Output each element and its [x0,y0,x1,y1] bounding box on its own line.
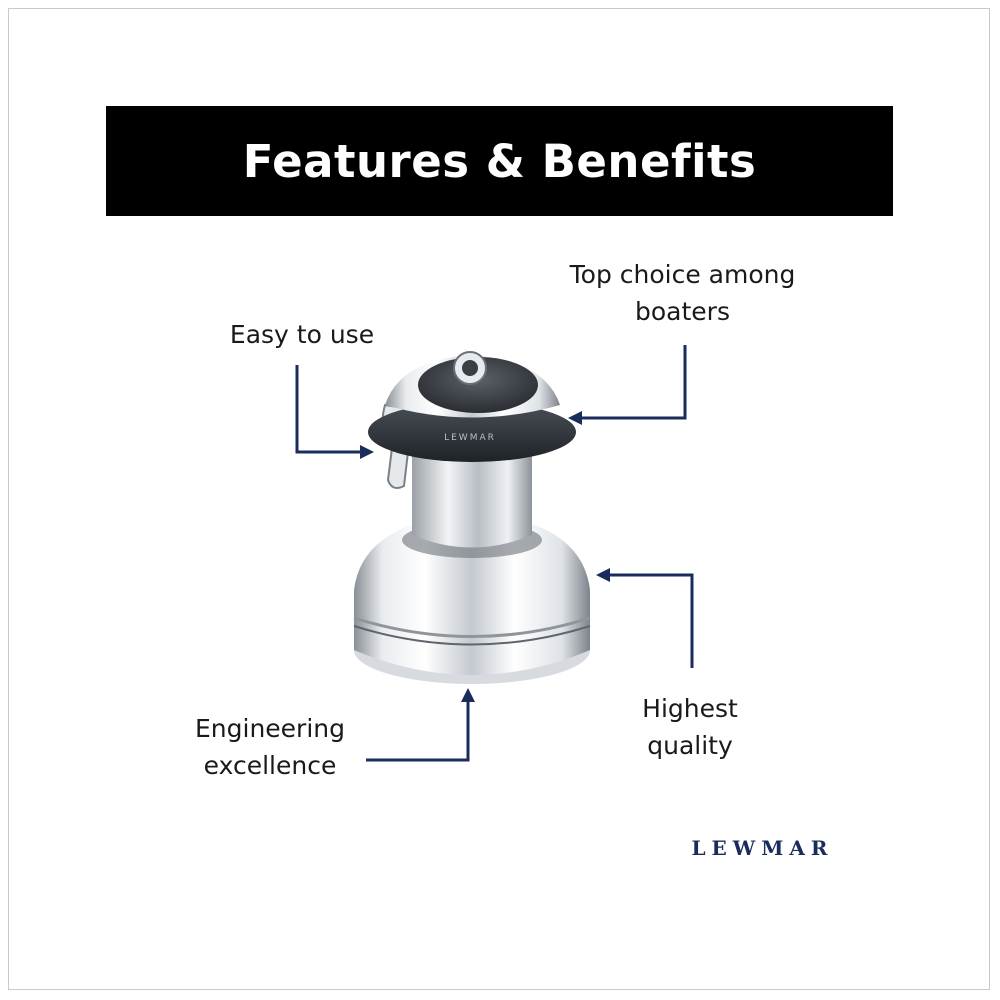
arrow-highest-quality [608,573,694,668]
feature-top-choice-line1: Top choice among [569,260,796,289]
feature-top-choice-line2: boaters [635,297,730,326]
feature-engineering-line2: excellence [203,751,337,780]
arrow-top-choice [582,345,687,420]
winch-engraving: LEWMAR [444,433,496,443]
winch-base-side [354,590,590,675]
arrowhead-highest-quality [596,568,610,582]
feature-highest-line2: quality [647,731,733,760]
winch-drum [412,440,532,548]
feature-highest-quality: Highest quality [615,690,765,764]
arrow-easy-to-use [295,365,362,454]
arrowhead-top-choice [568,411,582,425]
arrowhead-easy-to-use [360,445,374,459]
arrow-engineering [366,700,470,762]
feature-top-choice: Top choice among boaters [555,256,810,330]
feature-engineering-line1: Engineering [195,714,345,743]
lewmar-logo: LEWMAR [691,836,834,860]
title-banner: Features & Benefits [106,106,893,216]
page-title: Features & Benefits [242,134,757,188]
winch-grip-ring [368,402,576,462]
feature-highest-line1: Highest [642,694,738,723]
feature-engineering-excellence: Engineering excellence [180,710,360,784]
arrowhead-engineering [461,688,475,702]
page-frame [8,8,990,990]
feature-easy-to-use: Easy to use [229,320,375,349]
